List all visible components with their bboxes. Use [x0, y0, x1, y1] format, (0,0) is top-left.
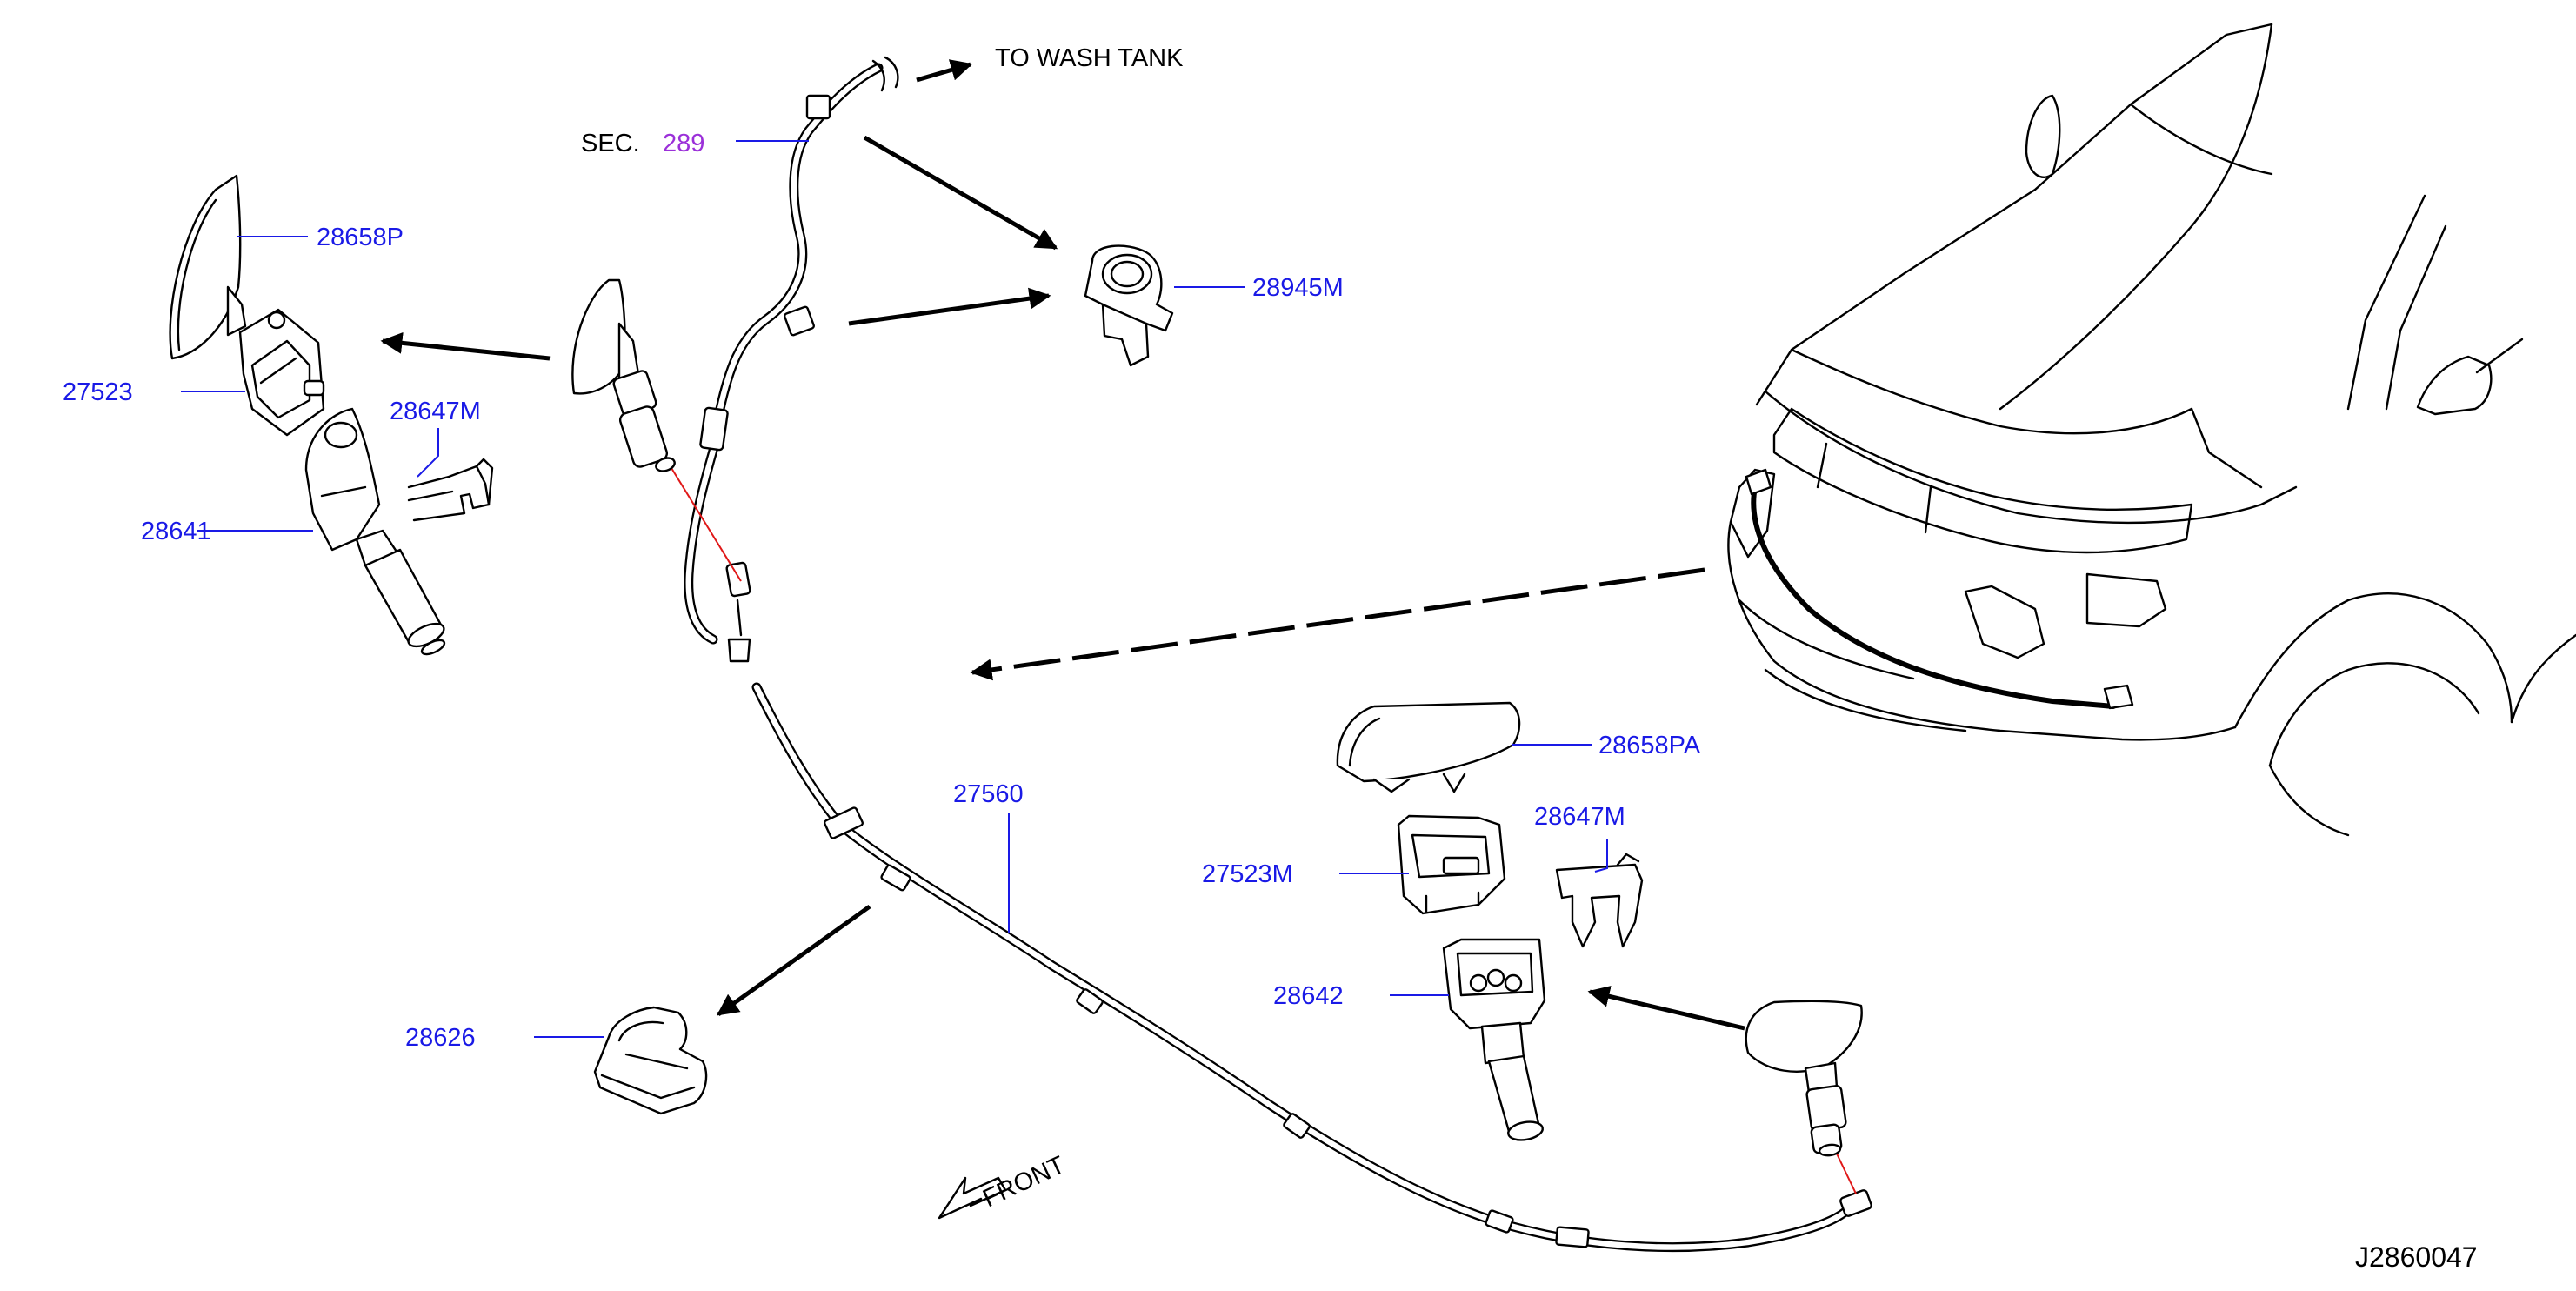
- washer-nozzle-28642[interactable]: [1442, 938, 1546, 1142]
- part-27523M[interactable]: 27523M: [1202, 860, 1293, 888]
- part-28945M[interactable]: 28945M: [1252, 274, 1344, 302]
- hose-clip-28626[interactable]: [593, 1006, 708, 1115]
- sec-289-link[interactable]: 289: [663, 130, 704, 157]
- to-wash-tank-label: TO WASH TANK: [995, 44, 1184, 72]
- part-28647M-upper[interactable]: 28647M: [390, 398, 481, 425]
- nozzle-bracket-27523M[interactable]: [1397, 814, 1506, 915]
- drawing-id: J2860047: [2355, 1241, 2478, 1273]
- sec-label: SEC.: [581, 130, 640, 157]
- clip-28647M-lower[interactable]: [1555, 853, 1644, 948]
- nozzle-cover-28658P[interactable]: [169, 174, 247, 360]
- center-line: [1834, 1149, 1857, 1194]
- center-line: [671, 467, 742, 582]
- part-28626[interactable]: 28626: [405, 1024, 476, 1052]
- part-27560[interactable]: 27560: [953, 780, 1024, 808]
- direction-arrows: [380, 59, 1745, 1031]
- front-direction-arrow: [938, 1176, 1007, 1220]
- leader-lines: [181, 140, 1608, 1038]
- upper-nozzle-assembly: [571, 278, 676, 472]
- part-28658P[interactable]: 28658P: [317, 224, 404, 251]
- lower-nozzle-assembly: [1745, 1000, 1863, 1157]
- vehicle-front: [1727, 23, 2576, 837]
- part-28647M-lower[interactable]: 28647M: [1534, 803, 1625, 831]
- nozzle-bracket-27523[interactable]: [238, 308, 325, 437]
- hose-clamp-28945M[interactable]: [1084, 244, 1174, 367]
- washer-hose: [684, 56, 1872, 1253]
- part-28642[interactable]: 28642: [1273, 982, 1344, 1010]
- front-label: FRONT: [978, 1151, 1069, 1213]
- part-27523[interactable]: 27523: [63, 378, 133, 406]
- clip-28647M-upper[interactable]: [407, 458, 494, 522]
- part-28641[interactable]: 28641: [141, 518, 211, 545]
- part-28658PA[interactable]: 28658PA: [1598, 732, 1701, 759]
- washer-nozzle-28641[interactable]: [304, 407, 447, 657]
- nozzle-cover-28658PA[interactable]: [1336, 701, 1521, 793]
